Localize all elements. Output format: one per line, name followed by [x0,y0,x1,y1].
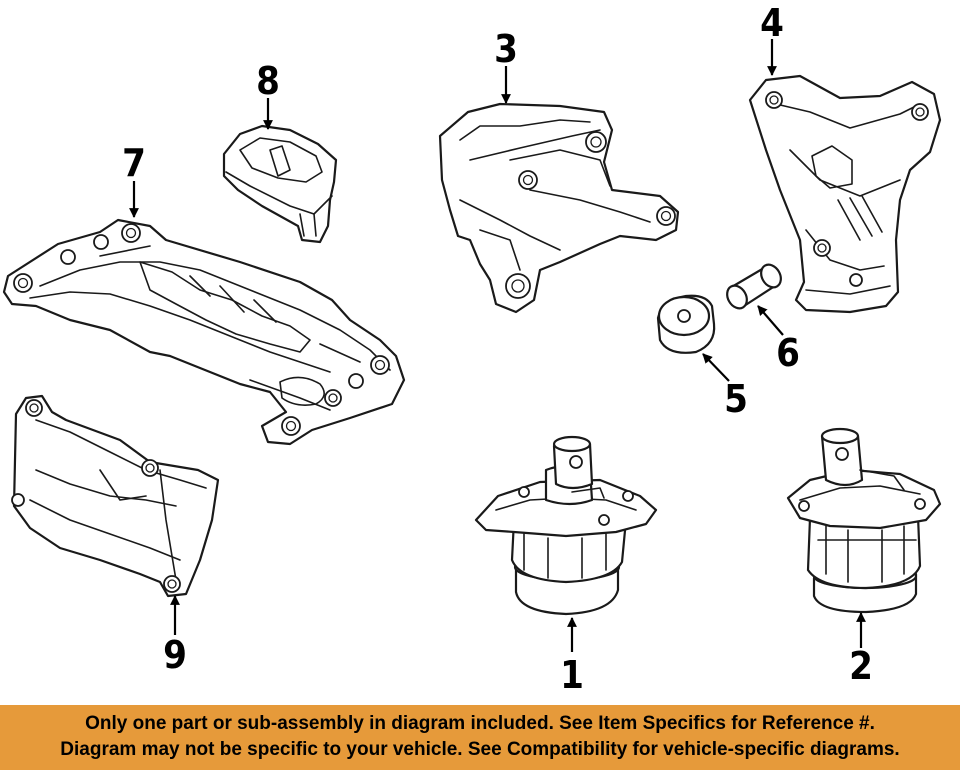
transmission-mount-part-8 [222,124,338,244]
callout-label-1: 1 [560,653,584,697]
callout-label-8: 8 [256,59,280,103]
engine-mount-part-1 [474,435,658,616]
disclaimer-line-1: Only one part or sub-assembly in diagram… [85,713,875,734]
parts-diagram: 1 2 3 4 5 6 7 8 9 [2,1,942,697]
engine-mount-part-2 [786,427,942,614]
callout-label-4: 4 [760,1,784,45]
engine-bracket-part-3 [438,102,680,314]
callout-label-3: 3 [494,27,518,71]
crossmember-part-7 [2,218,406,446]
disclaimer-banner: Only one part or sub-assembly in diagram… [0,705,960,770]
callout-label-7: 7 [122,141,146,185]
leader-5 [702,353,730,382]
callout-label-2: 2 [849,644,873,688]
callout-label-6: 6 [776,331,800,375]
sleeve-part-6 [726,263,782,310]
leader-6 [757,305,784,336]
callout-label-5: 5 [724,377,748,421]
bushing-part-5 [656,294,716,354]
engine-bracket-part-4 [748,74,942,314]
callout-labels: 1 2 3 4 5 6 7 8 9 [122,1,873,697]
transmission-bracket-part-9 [11,394,220,598]
disclaimer-line-2: Diagram may not be specific to your vehi… [60,739,900,760]
callout-leaders [129,39,866,652]
callout-label-9: 9 [163,633,187,677]
